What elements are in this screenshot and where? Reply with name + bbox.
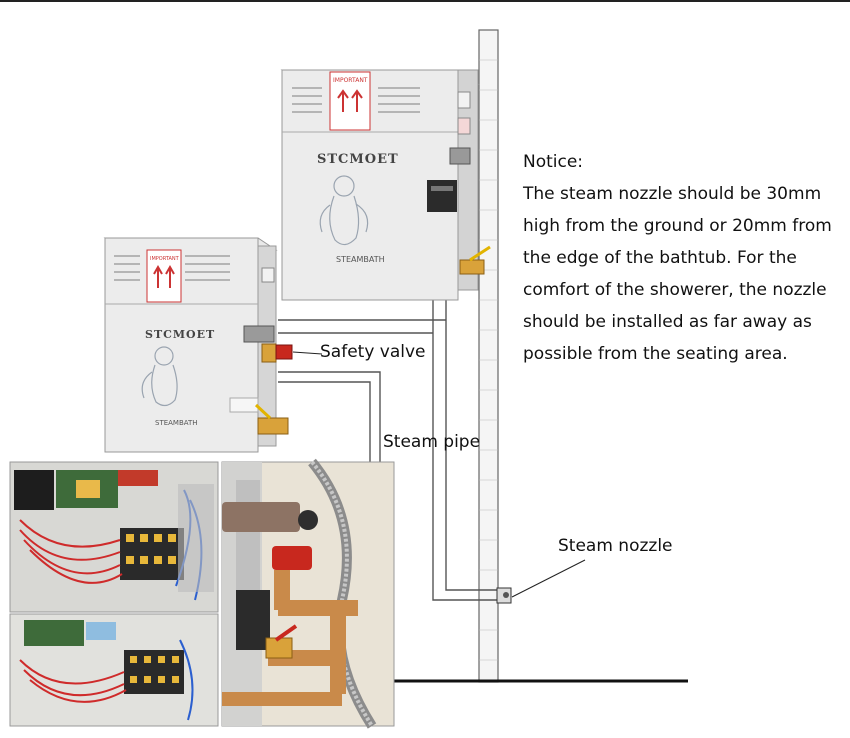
nozzle-leader-line <box>512 560 585 597</box>
notice-body: The steam nozzle should be 30mm high fro… <box>523 178 848 370</box>
steam-generator-small <box>105 238 292 452</box>
generator-small-model: STEAMBATH <box>155 419 198 427</box>
generator-large-model: STEAMBATH <box>336 255 385 264</box>
safety-valve-icon <box>276 345 292 359</box>
ball-valve-icon <box>258 418 288 434</box>
generator-large-brand: STCMOET <box>317 152 399 167</box>
notice-block: Notice: The steam nozzle should be 30mm … <box>523 146 848 370</box>
generator-small-brand: STCMOET <box>145 328 215 341</box>
safety-valve-label: Safety valve <box>320 342 426 362</box>
installation-photo <box>222 462 394 726</box>
wiring-photo-top <box>10 462 218 612</box>
steam-nozzle <box>497 588 511 603</box>
safety-valve-leader-line <box>293 352 322 354</box>
steam-pipe-label: Steam pipe <box>383 432 480 452</box>
generator-small-warning: IMPORTANT <box>150 256 180 262</box>
wiring-photo-bottom <box>10 614 218 726</box>
steam-nozzle-label: Steam nozzle <box>558 536 673 556</box>
ball-valve-icon <box>460 260 484 274</box>
notice-heading: Notice: <box>523 146 848 178</box>
wall-column <box>479 30 498 682</box>
generator-large-warning: IMPORTANT <box>333 77 368 84</box>
steam-generator-large <box>282 70 490 300</box>
